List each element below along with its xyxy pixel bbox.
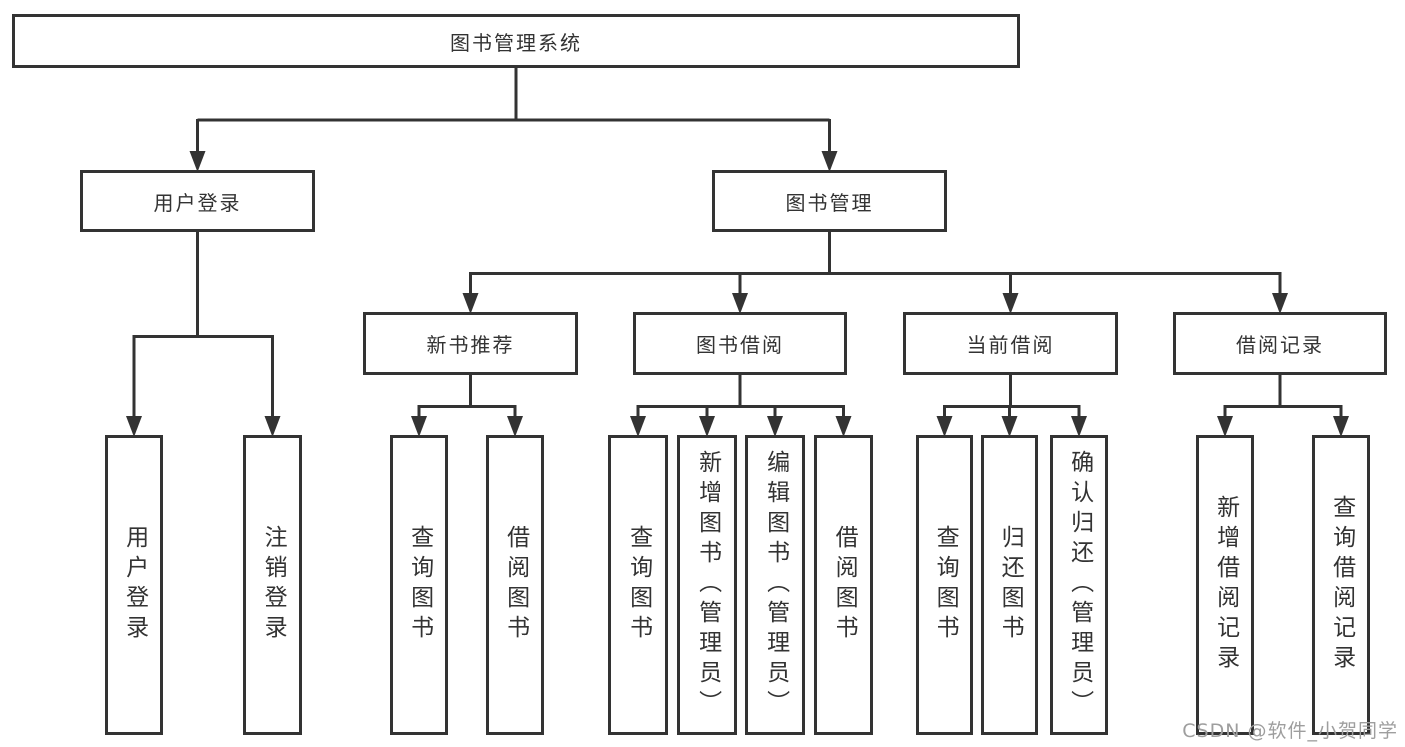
leaf-query-borrow-record-label: 查询借阅记录 (1328, 495, 1355, 675)
leaf-edit-books-admin-label: 编辑图书（管理员） (762, 450, 789, 720)
edge-root-to-level2 (189, 68, 838, 172)
leaf-add-borrow-record-label: 新增借阅记录 (1212, 495, 1239, 675)
leaf-borrow-books-1: 借阅图书 (486, 435, 544, 735)
node-borrow-records: 借阅记录 (1173, 312, 1387, 375)
edge-user-login-to-leaves (126, 232, 281, 437)
edge-book-borrow-to-leaves (630, 375, 852, 437)
node-book-management-label: 图书管理 (785, 190, 874, 215)
leaf-add-books-admin: 新增图书（管理员） (677, 435, 737, 735)
leaf-add-books-admin-label: 新增图书（管理员） (694, 450, 721, 720)
leaf-user-login-label: 用户登录 (121, 525, 148, 645)
node-user-login-label: 用户登录 (153, 190, 242, 215)
leaf-add-borrow-record: 新增借阅记录 (1196, 435, 1254, 735)
csdn-watermark: CSDN @软件_小贺同学 (1182, 720, 1398, 742)
leaf-query-books-3-label: 查询图书 (932, 525, 959, 645)
node-current-borrow-label: 当前借阅 (966, 333, 1055, 357)
leaf-user-login: 用户登录 (105, 435, 163, 735)
node-user-login: 用户登录 (80, 170, 315, 232)
edge-current-borrow-to-leaves (936, 375, 1087, 437)
node-book-borrow: 图书借阅 (633, 312, 847, 375)
leaf-query-books-1-label: 查询图书 (406, 525, 433, 645)
leaf-query-borrow-record: 查询借阅记录 (1312, 435, 1370, 735)
node-root-label: 图书管理系统 (450, 30, 582, 55)
edge-book-management-to-level3 (462, 232, 1288, 314)
leaf-confirm-return-admin: 确认归还（管理员） (1050, 435, 1108, 735)
leaf-logout: 注销登录 (243, 435, 302, 735)
leaf-query-books-3: 查询图书 (916, 435, 973, 735)
leaf-logout-label: 注销登录 (260, 525, 287, 645)
edge-borrow-records-to-leaves (1217, 375, 1349, 437)
leaf-query-books-2-label: 查询图书 (625, 525, 652, 645)
leaf-query-books-2: 查询图书 (608, 435, 668, 735)
leaf-return-books-label: 归还图书 (997, 525, 1024, 645)
leaf-confirm-return-admin-label: 确认归还（管理员） (1066, 450, 1093, 720)
node-book-management: 图书管理 (712, 170, 947, 232)
leaf-return-books: 归还图书 (981, 435, 1038, 735)
edge-new-book-recommend-to-leaves (411, 375, 523, 437)
leaf-borrow-books-1-label: 借阅图书 (502, 525, 529, 645)
leaf-edit-books-admin: 编辑图书（管理员） (745, 435, 805, 735)
node-borrow-records-label: 借阅记录 (1236, 333, 1324, 357)
node-new-book-recommend-label: 新书推荐 (426, 333, 515, 357)
leaf-query-books-1: 查询图书 (390, 435, 448, 735)
node-book-borrow-label: 图书借阅 (696, 333, 784, 357)
node-root: 图书管理系统 (12, 14, 1020, 68)
node-new-book-recommend: 新书推荐 (363, 312, 578, 375)
node-current-borrow: 当前借阅 (903, 312, 1118, 375)
leaf-borrow-books-2-label: 借阅图书 (831, 525, 858, 645)
leaf-borrow-books-2: 借阅图书 (814, 435, 873, 735)
